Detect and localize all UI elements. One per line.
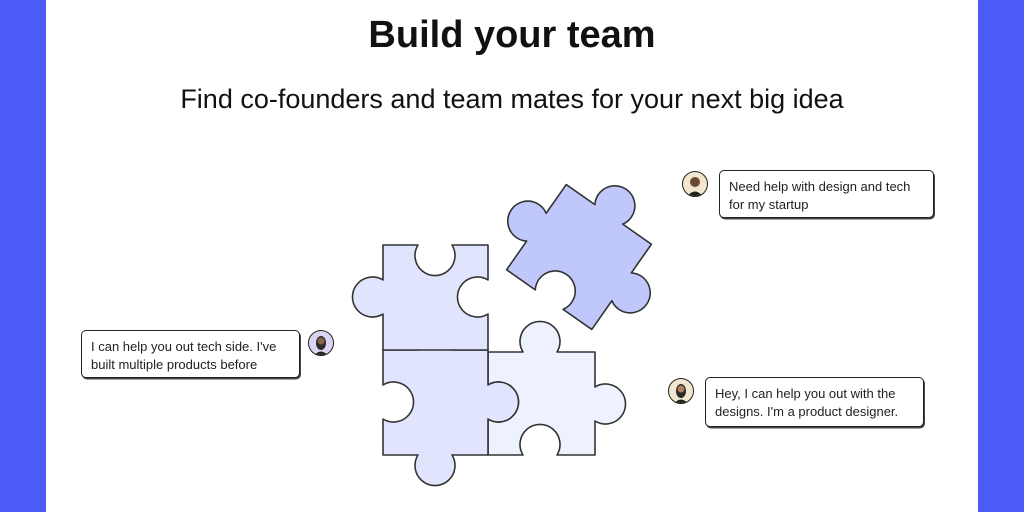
message-line: built multiple products before: [91, 357, 258, 372]
person-icon: [314, 336, 328, 355]
avatar-man: [682, 171, 708, 197]
avatar-designer: [668, 378, 694, 404]
message-bubble-bottom-right: Hey, I can help you out with the designs…: [705, 377, 924, 427]
puzzle-piece-top-left: [351, 244, 489, 351]
message-line: for my startup: [729, 197, 809, 212]
message-line: Need help with design and tech: [729, 179, 911, 194]
person-icon: [674, 384, 688, 403]
message-line: I can help you out tech side. I've: [91, 339, 277, 354]
avatar-woman: [308, 330, 334, 356]
message-bubble-top-right: Need help with design and tech for my st…: [719, 170, 934, 218]
message-line: designs. I'm a product designer.: [715, 404, 899, 419]
page-subtitle: Find co-founders and team mates for your…: [180, 84, 844, 114]
message-bubble-left: I can help you out tech side. I've built…: [81, 330, 300, 378]
person-icon: [687, 177, 703, 196]
puzzle-piece-floating: [505, 183, 653, 331]
page-title: Build your team: [368, 14, 656, 56]
message-line: Hey, I can help you out with the: [715, 386, 896, 401]
